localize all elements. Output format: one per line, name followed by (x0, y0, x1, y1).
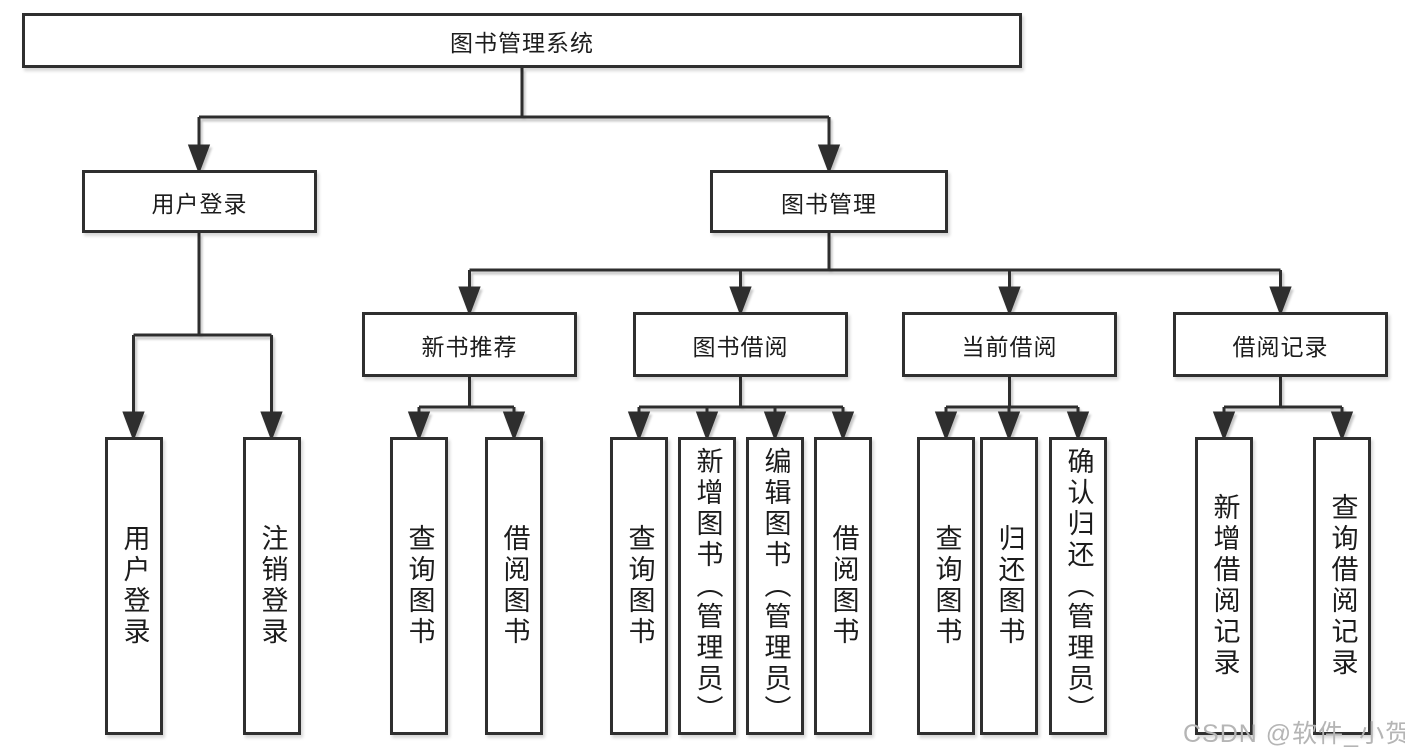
node-label: 图书管理系统 (450, 29, 594, 56)
node-borrow-records: 借阅记录 (1173, 312, 1388, 377)
arrowhead-icon (187, 144, 211, 175)
leaf-label: 借阅图书 (499, 524, 530, 648)
leaf-label: 编辑图书（管理员） (760, 446, 791, 726)
arrowhead-icon (627, 411, 651, 442)
leaf-label: 查询图书 (404, 524, 435, 648)
arrowhead-icon (122, 411, 145, 442)
node-label: 图书借阅 (692, 333, 789, 360)
node-new-book-recommend: 新书推荐 (362, 312, 577, 377)
watermark: CSDN @软件_小贺同学 (1183, 720, 1405, 748)
leaf-edit-book-admin: 编辑图书（管理员） (746, 437, 804, 735)
leaf-label: 新增借阅记录 (1209, 493, 1240, 679)
leaf-label: 查询借阅记录 (1327, 493, 1358, 679)
leaf-label: 查询图书 (624, 524, 655, 648)
node-label: 图书管理 (781, 190, 877, 217)
node-book-borrow: 图书借阅 (633, 312, 848, 377)
arrowhead-icon (763, 411, 787, 442)
arrowhead-icon (1330, 411, 1354, 442)
leaf-label: 新增图书（管理员） (692, 446, 723, 726)
arrowhead-icon (502, 411, 526, 442)
connector-book-management-to-level3 (458, 233, 1292, 317)
leaf-query-book-recommend: 查询图书 (390, 437, 448, 735)
leaf-logout-login: 注销登录 (243, 437, 301, 735)
arrowhead-icon (729, 286, 752, 317)
node-label: 新书推荐 (421, 333, 518, 360)
leaf-return-book: 归还图书 (980, 437, 1038, 735)
node-root-system: 图书管理系统 (22, 13, 1022, 68)
leaf-add-book-admin: 新增图书（管理员） (678, 437, 736, 735)
arrowhead-icon (1066, 411, 1090, 442)
leaf-query-book-borrow: 查询图书 (610, 437, 668, 735)
leaf-confirm-return-admin: 确认归还（管理员） (1049, 437, 1107, 735)
connector-user-login-to-leaves (122, 233, 283, 442)
node-current-borrow: 当前借阅 (902, 312, 1117, 377)
leaf-label: 归还图书 (994, 524, 1025, 648)
leaf-borrow-book: 借阅图书 (814, 437, 872, 735)
connector-current-borrow-to-leaves (934, 377, 1090, 442)
arrowhead-icon (260, 411, 283, 442)
node-label: 借阅记录 (1232, 333, 1329, 360)
arrowhead-icon (1269, 286, 1292, 317)
connector-new-book-to-leaves (407, 377, 526, 442)
node-label: 用户登录 (151, 190, 248, 217)
leaf-label: 用户登录 (119, 524, 150, 648)
arrowhead-icon (817, 144, 841, 175)
leaf-label: 借阅图书 (828, 524, 859, 648)
leaf-add-borrow-record: 新增借阅记录 (1195, 437, 1253, 735)
arrowhead-icon (458, 286, 481, 317)
arrowhead-icon (695, 411, 719, 442)
arrowhead-icon (831, 411, 855, 442)
arrowhead-icon (997, 411, 1021, 442)
connector-book-borrow-to-leaves (627, 377, 855, 442)
leaf-label: 查询图书 (931, 524, 962, 648)
connector-root-to-level2 (187, 68, 841, 175)
leaf-query-book-current: 查询图书 (917, 437, 975, 735)
leaf-user-login: 用户登录 (105, 437, 163, 735)
leaf-query-borrow-record: 查询借阅记录 (1313, 437, 1371, 735)
arrowhead-icon (407, 411, 431, 442)
node-user-login: 用户登录 (82, 170, 317, 233)
node-label: 当前借阅 (961, 333, 1058, 360)
leaf-label: 确认归还（管理员） (1063, 446, 1094, 726)
arrowhead-icon (934, 411, 958, 442)
leaf-borrow-book-recommend: 借阅图书 (485, 437, 543, 735)
arrowhead-icon (1212, 411, 1236, 442)
arrowhead-icon (998, 286, 1021, 317)
connector-borrow-records-to-leaves (1212, 377, 1354, 442)
leaf-label: 注销登录 (257, 524, 288, 648)
node-book-management: 图书管理 (710, 170, 948, 233)
